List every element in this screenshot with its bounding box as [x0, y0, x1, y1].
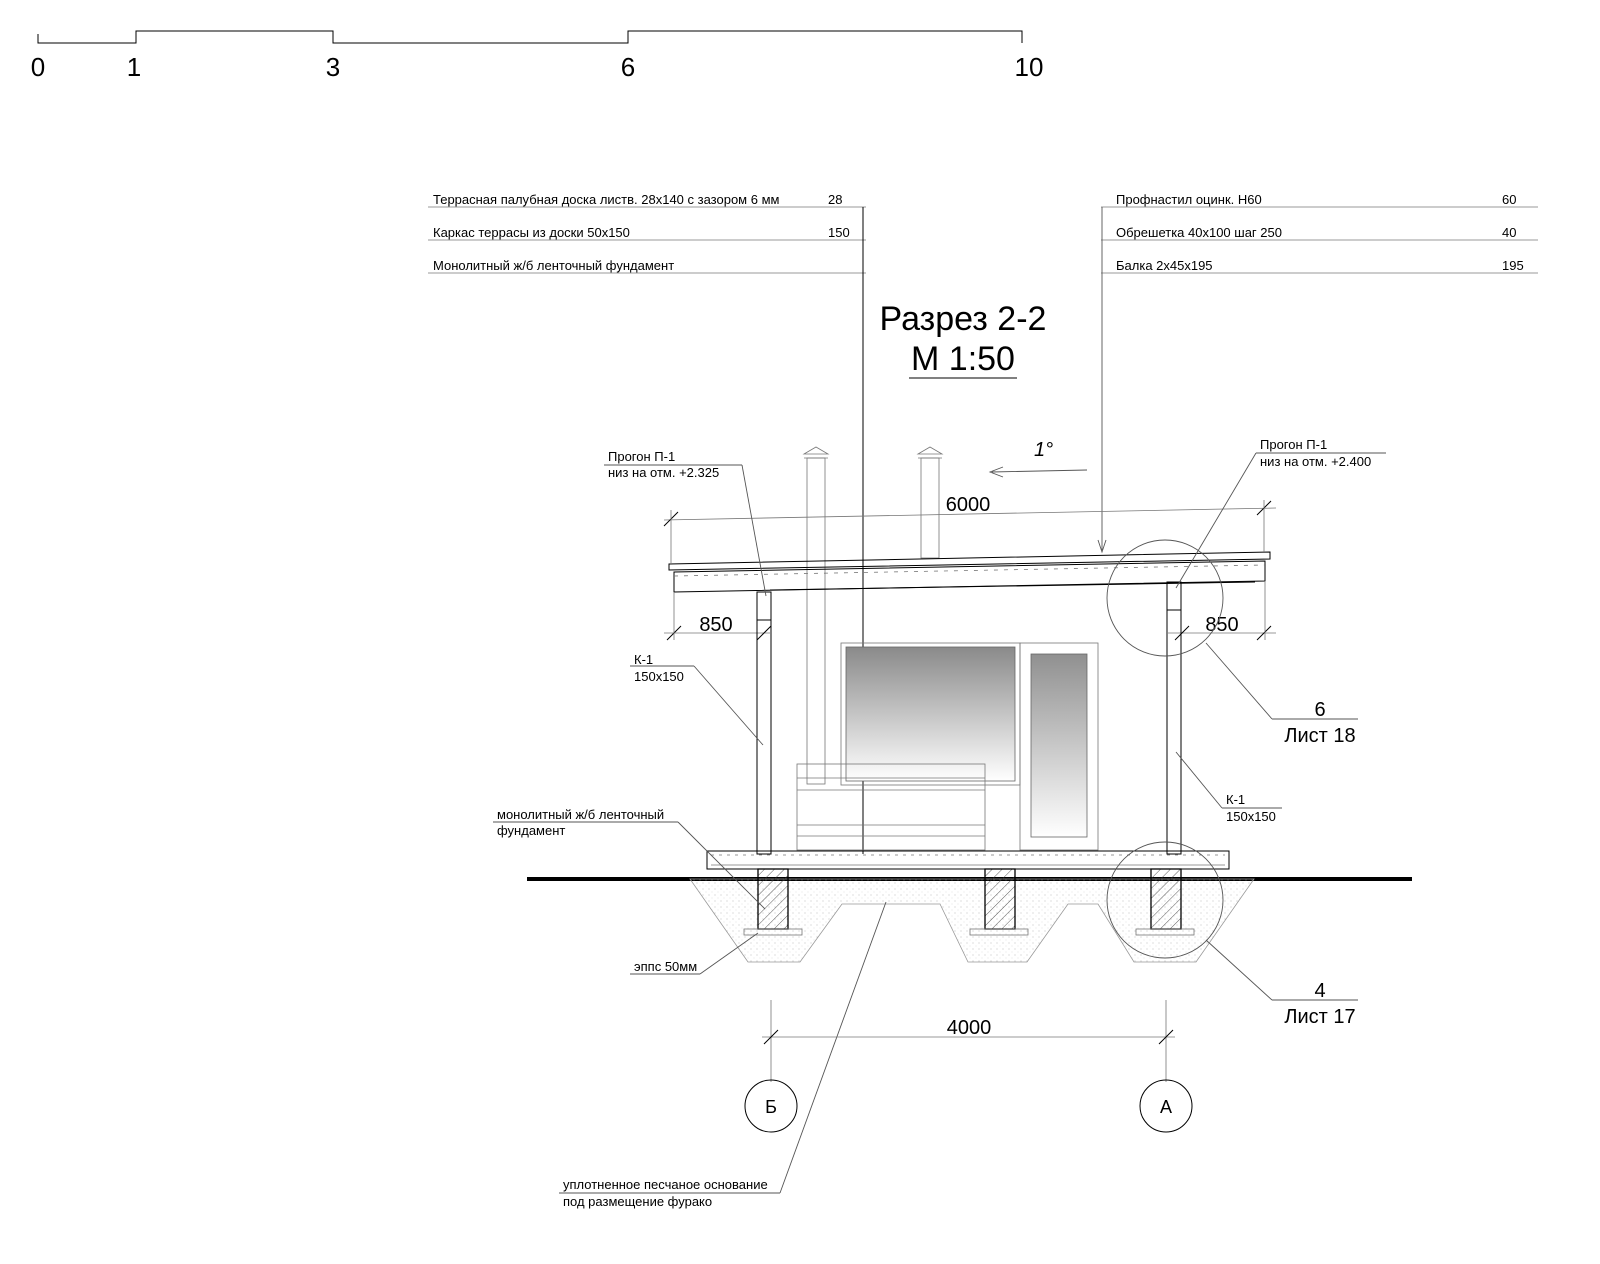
purlin-left-label-2: низ на отм. +2.325 — [608, 465, 719, 480]
dim-4000-text: 4000 — [947, 1017, 992, 1039]
detail-circle-6 — [1106, 539, 1224, 657]
axis-bubble-b: Б — [744, 1079, 798, 1133]
slope-label: 1° — [1034, 439, 1053, 461]
foundation-middle — [984, 868, 1016, 930]
dim-roof-width: 6000 — [663, 494, 1277, 564]
column-left-label-1: К-1 — [634, 652, 653, 667]
sand-base — [689, 878, 1255, 963]
callout-6-sheet: Лист 18 — [1284, 725, 1355, 747]
axis-bubble-a: А — [1139, 1079, 1193, 1133]
scale-tick-0: 0 — [31, 52, 45, 82]
callout-detail-4: 4 Лист 17 — [1205, 939, 1358, 1028]
window-glass — [845, 646, 1016, 782]
layer-left-3-text: Монолитный ж/б ленточный фундамент — [433, 258, 674, 273]
section-title: Разрез 2-2 М 1:50 — [880, 300, 1047, 379]
foundation-left — [757, 868, 789, 930]
dim-axis-span: 4000 — [762, 1000, 1175, 1082]
layer-left-1-value: 28 — [828, 192, 842, 207]
annotations-right: Прогон П-1 низ на отм. +2.400 К-1 150х15… — [1175, 437, 1386, 824]
foundation-label-1: монолитный ж/б ленточный — [497, 807, 664, 822]
layer-right-1-value: 60 — [1502, 192, 1516, 207]
sand-label-2: под размещение фурако — [563, 1194, 712, 1209]
slope-indicator: 1° — [988, 439, 1088, 478]
layer-right-3-text: Балка 2х45х195 — [1116, 258, 1213, 273]
scale-tick-3: 3 — [326, 52, 340, 82]
column-left — [756, 591, 772, 855]
column-left-label-2: 150х150 — [634, 669, 684, 684]
sand-label-1: уплотненное песчаное основание — [563, 1177, 768, 1192]
dim-850-right-text: 850 — [1205, 614, 1238, 636]
layer-legend-right: Профнастил оцинк. Н60 60 Обрешетка 40х10… — [1097, 192, 1538, 554]
callout-4-number: 4 — [1314, 980, 1325, 1002]
title-line1: Разрез 2-2 — [880, 300, 1047, 338]
vent-pipes — [802, 446, 944, 785]
terrace-deck — [706, 850, 1230, 870]
dim-850-left-text: 850 — [699, 614, 732, 636]
title-scale: М 1:50 — [911, 340, 1015, 378]
dim-overhang-right: 850 — [1168, 581, 1276, 641]
scale-bar: 0 1 3 6 10 — [31, 30, 1044, 82]
layer-right-3-value: 195 — [1502, 258, 1524, 273]
layer-left-2-value: 150 — [828, 225, 850, 240]
dim-6000-text: 6000 — [946, 494, 991, 516]
callout-4-sheet: Лист 17 — [1284, 1006, 1355, 1028]
furako-tub — [796, 763, 986, 851]
foundation-right — [1150, 868, 1182, 930]
foundations — [743, 868, 1195, 936]
scale-tick-1: 1 — [127, 52, 141, 82]
scale-tick-10: 10 — [1015, 52, 1044, 82]
column-right — [1166, 581, 1182, 855]
purlin-right-label-1: Прогон П-1 — [1260, 437, 1327, 452]
layer-left-1-text: Террасная палубная доска листв. 28х140 с… — [433, 192, 780, 207]
layer-right-1-text: Профнастил оцинк. Н60 — [1116, 192, 1262, 207]
layer-legend-left: Террасная палубная доска листв. 28х140 с… — [428, 192, 866, 854]
eps-label: эппс 50мм — [634, 959, 697, 974]
purlin-right-label-2: низ на отм. +2.400 — [1260, 454, 1371, 469]
annotations-left: Прогон П-1 низ на отм. +2.325 К-1 150х15… — [493, 449, 887, 1209]
axis-label-a: А — [1160, 1097, 1172, 1117]
door-glass — [1030, 653, 1088, 838]
window-block — [840, 642, 1099, 851]
callout-detail-6: 6 Лист 18 — [1205, 642, 1358, 747]
axis-label-b: Б — [765, 1097, 777, 1117]
purlin-left-label-1: Прогон П-1 — [608, 449, 675, 464]
layer-right-2-text: Обрешетка 40х100 шаг 250 — [1116, 225, 1282, 240]
foundation-label-2: фундамент — [497, 823, 565, 838]
dim-overhang-left: 850 — [664, 592, 772, 641]
detail-circle-4 — [1106, 841, 1224, 959]
layer-left-2-text: Каркас террасы из доски 50х150 — [433, 225, 630, 240]
layer-right-2-value: 40 — [1502, 225, 1516, 240]
column-right-label-1: К-1 — [1226, 792, 1245, 807]
scale-tick-6: 6 — [621, 52, 635, 82]
callout-6-number: 6 — [1314, 699, 1325, 721]
column-right-label-2: 150х150 — [1226, 809, 1276, 824]
